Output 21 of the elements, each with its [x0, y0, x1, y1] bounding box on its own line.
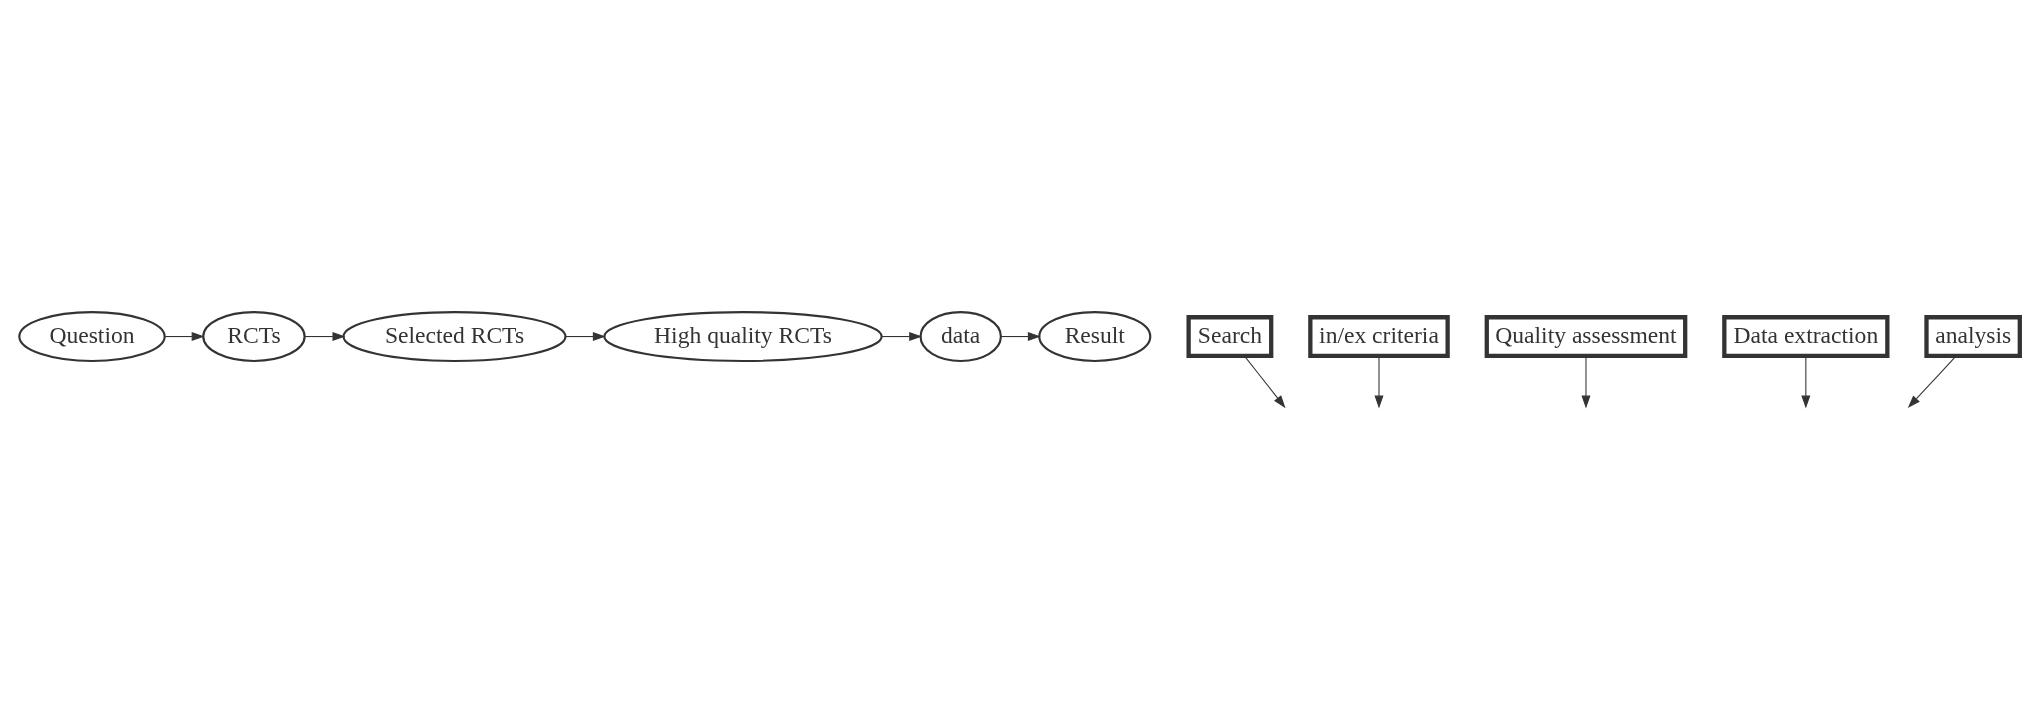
arrow	[1800, 355, 1810, 409]
node-ellipse: High quality RCTs	[602, 311, 883, 363]
node-ellipse: Question	[17, 311, 166, 363]
arrow	[881, 332, 922, 342]
node-ellipse: RCTs	[201, 311, 306, 363]
node-box: in/ex criteria	[1307, 315, 1450, 358]
node-box: Quality assessment	[1484, 315, 1687, 358]
arrow	[1374, 355, 1383, 409]
arrow	[164, 332, 204, 342]
node-box: Search	[1185, 315, 1273, 358]
arrow	[1907, 355, 1956, 409]
arrow	[1243, 355, 1286, 409]
arrow	[303, 332, 345, 342]
node-box: Data extraction	[1721, 315, 1889, 358]
arrow	[564, 332, 606, 342]
arrow	[1580, 355, 1590, 409]
node-ellipse: Result	[1037, 311, 1151, 363]
node-ellipse: Selected RCTs	[341, 311, 567, 363]
node-box: analysis	[1923, 315, 2022, 358]
arrow	[1000, 332, 1041, 342]
node-ellipse: data	[918, 311, 1002, 363]
